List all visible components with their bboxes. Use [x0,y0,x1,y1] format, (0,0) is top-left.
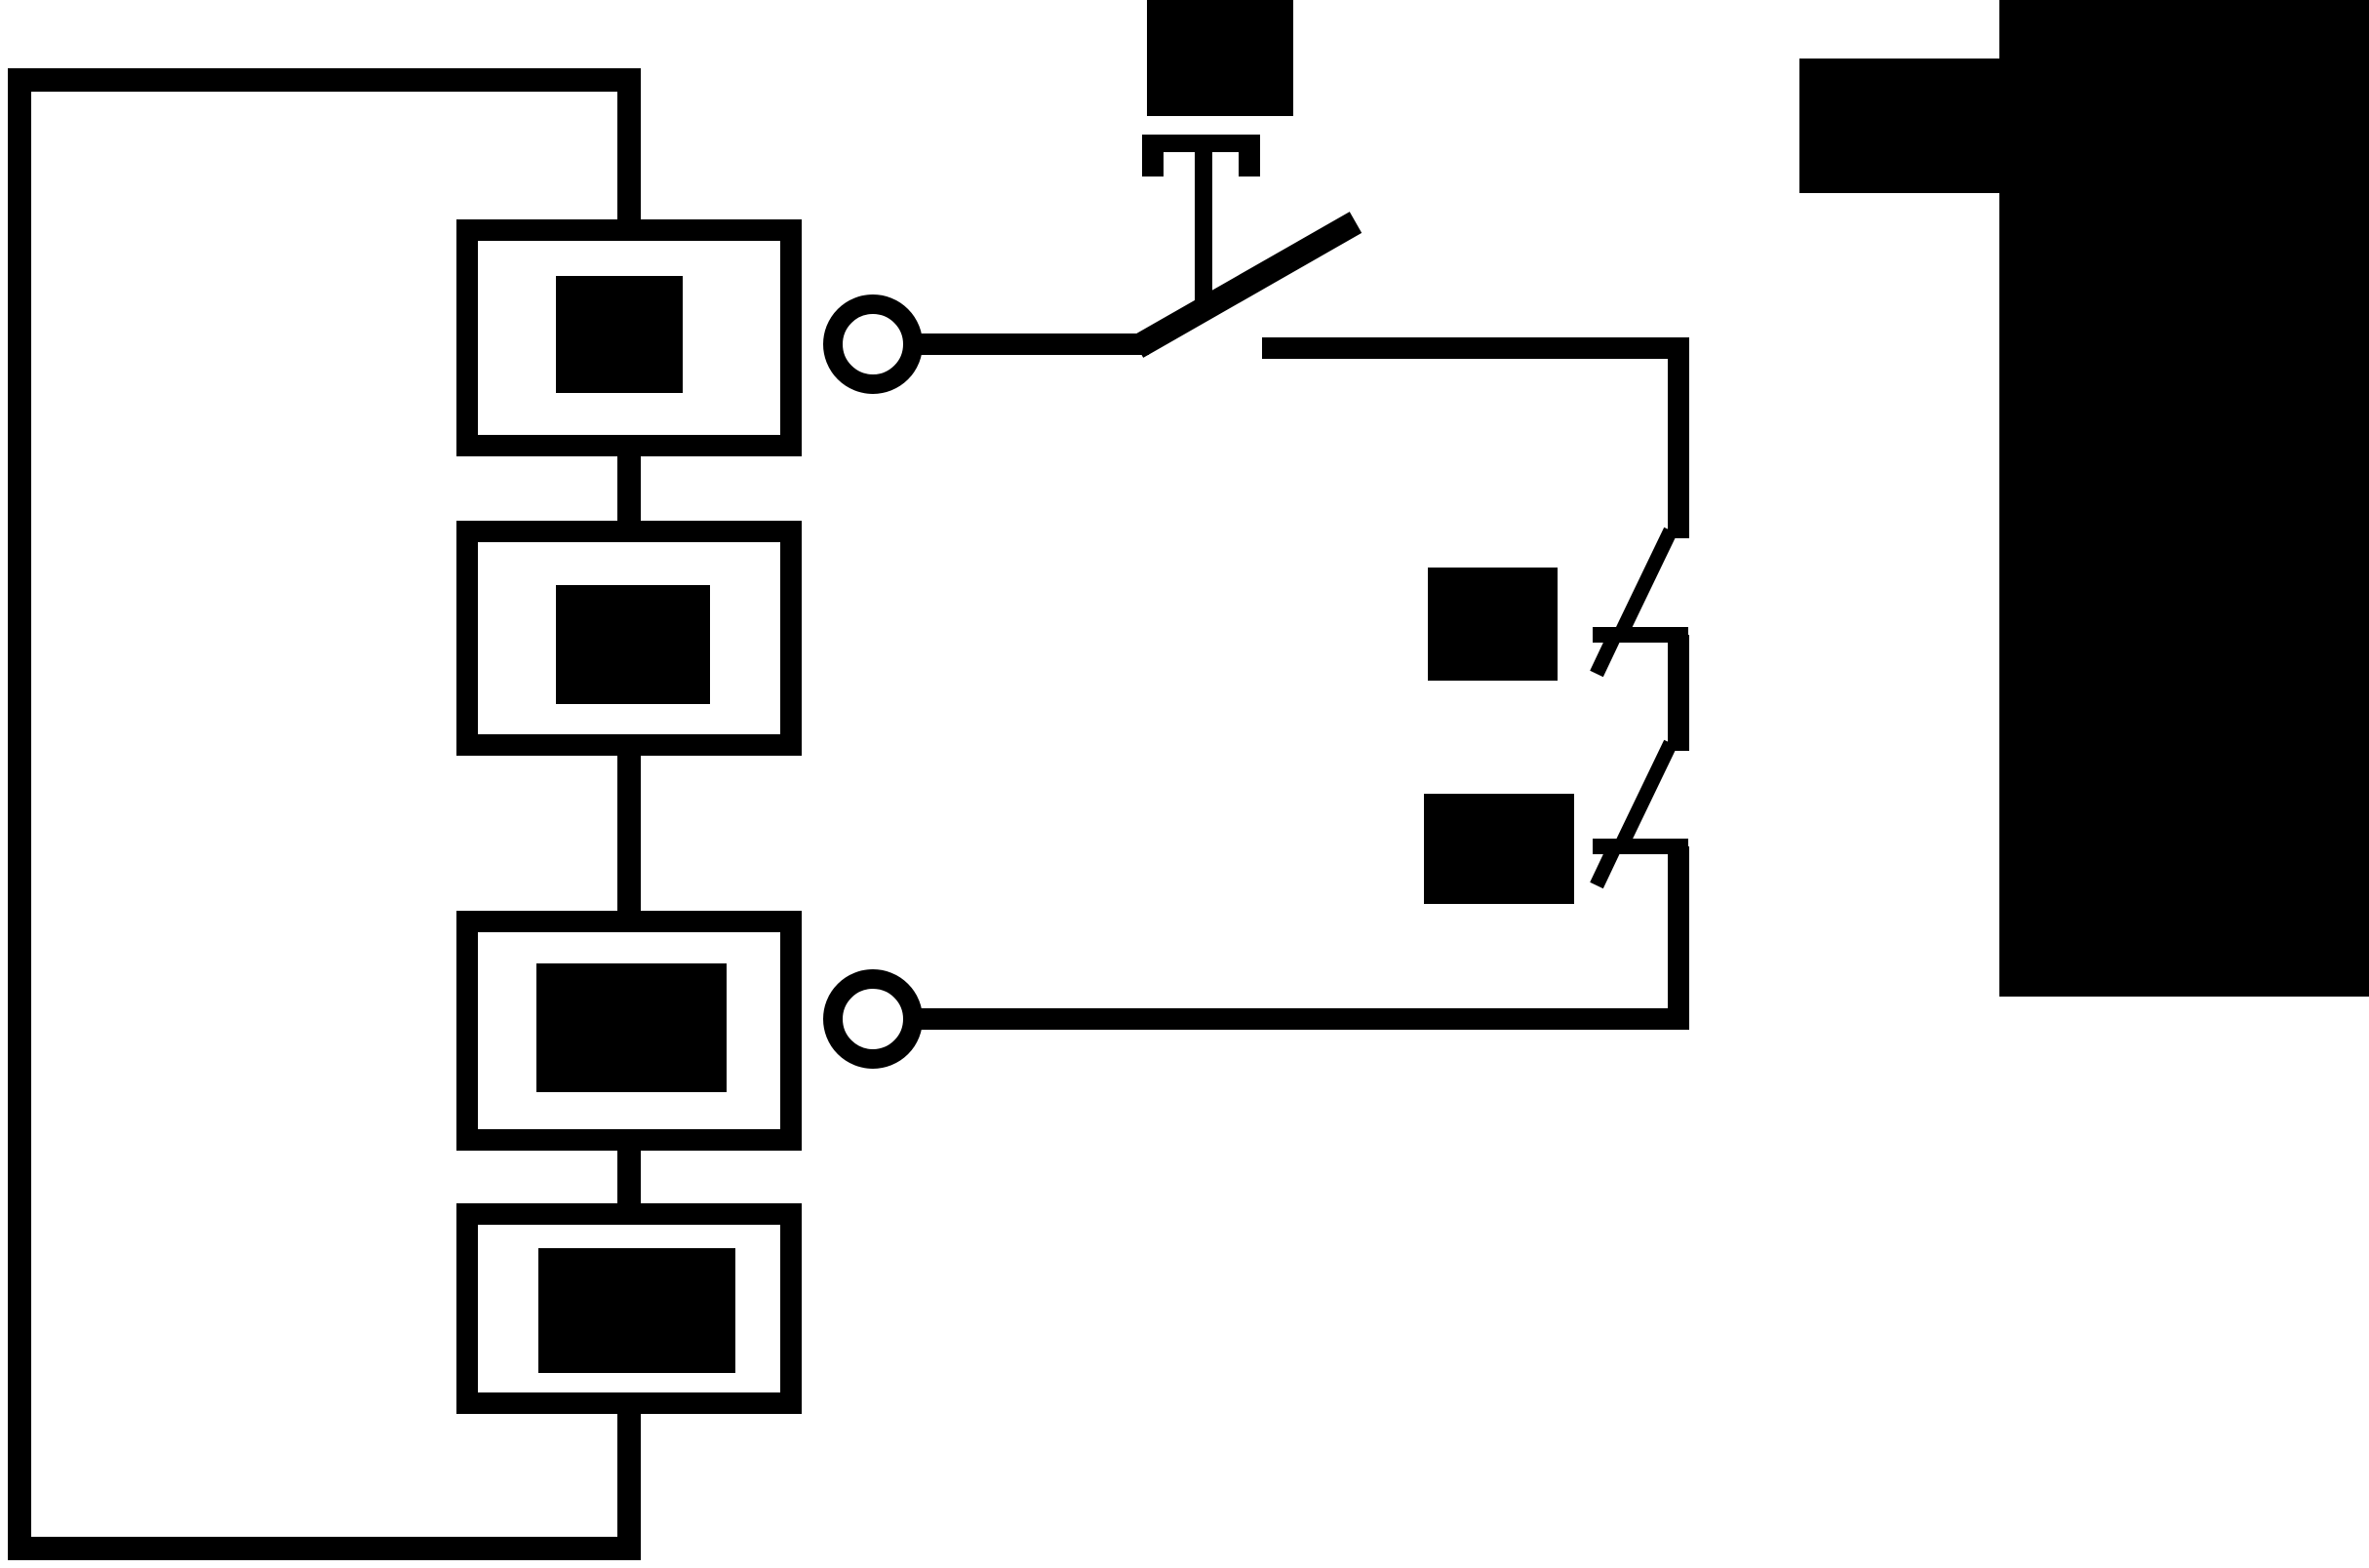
switch-fixed-contact-wire [1262,337,1689,538]
relay-contact-2-tick [1590,844,1621,889]
return-wire [914,846,1689,1030]
relay-contact-2-blade [1613,739,1678,852]
terminal-circle-bottom [823,969,923,1069]
relay-contact-1-tick [1590,633,1621,678]
terminal-circle-top [823,294,923,394]
pushbutton-stem [1195,150,1212,302]
pushbutton-actuator-bar [1142,135,1260,176]
redacted-contact-label-1 [1428,568,1558,681]
redacted-contact-label-2 [1424,794,1574,904]
redacted-label-box-1 [556,276,683,393]
redacted-label-box-3 [536,963,727,1092]
relay-contact-1-blade [1613,527,1678,640]
supply-loop-wire [8,68,641,1560]
redacted-label-box-2 [556,585,710,704]
component-box-3 [456,911,802,1151]
pushbutton-cap-redacted [1147,0,1293,116]
redaction-block-right [1999,0,2369,997]
redaction-bar-top-right [1799,59,2001,193]
redacted-label-box-4 [538,1248,735,1373]
switch-blade [1130,212,1362,358]
